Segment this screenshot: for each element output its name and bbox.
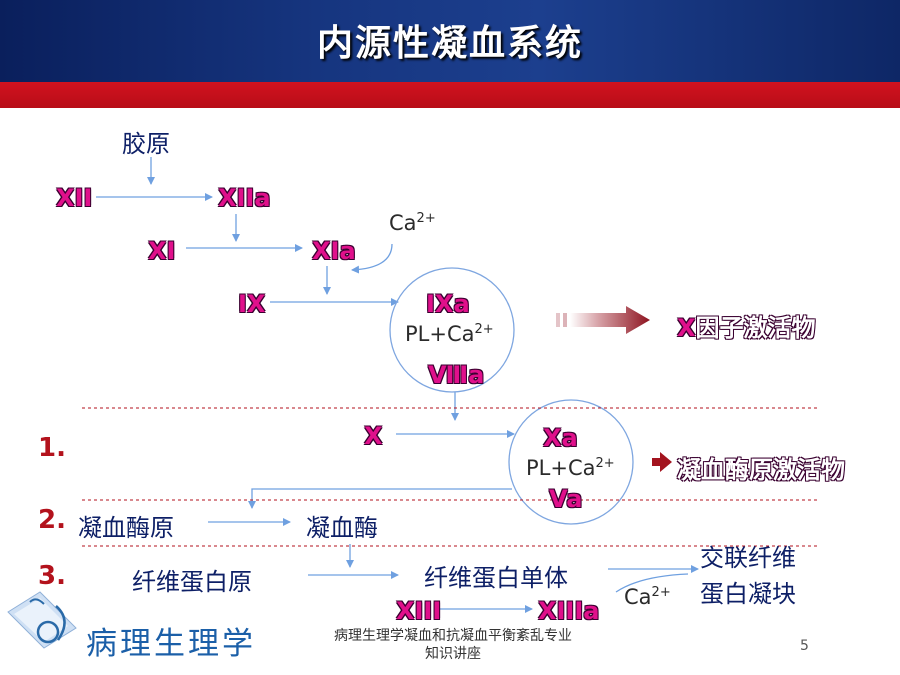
arrow-ca-to-xia [351, 243, 393, 274]
page-number: 5 [800, 638, 809, 654]
node-factor-xiia: XIIa [218, 184, 271, 212]
calcium-3-base: Ca [624, 585, 652, 609]
factor-xia-suffix: a [339, 237, 356, 265]
node-prothrombinase: 凝血酶原激活物 [677, 456, 845, 484]
tenase-roman: X [677, 314, 696, 342]
pl-calcium-1-sup: 2+ [474, 322, 494, 337]
logo-graphic [7, 591, 77, 649]
node-fibrinogen: 纤维蛋白原 [132, 568, 252, 596]
factor-xiiia-roman: XIII [538, 597, 584, 625]
node-crosslinked-fibrin-line2: 蛋白凝块 [700, 580, 796, 608]
factor-va-suffix: a [566, 485, 583, 513]
node-prothrombin: 凝血酶原 [78, 514, 174, 542]
calcium-label-1: Ca2+ [389, 211, 436, 235]
node-thrombin: 凝血酶 [306, 514, 378, 542]
prothrombinase-complex-circle [508, 399, 634, 525]
node-factor-xiiia: XIIIa [538, 597, 600, 625]
factor-viiia-suffix: a [468, 361, 485, 389]
pl-calcium-2-base: PL+Ca [526, 456, 596, 480]
node-factor-va: Va [549, 485, 582, 513]
small-arrow-prothrombinase [652, 452, 672, 472]
pl-calcium-label-2: PL+Ca2+ [526, 456, 615, 480]
arrow-complex2-to-prothrombin [248, 488, 512, 509]
footer-line-1: 病理生理学凝血和抗凝血平衡紊乱专业 [334, 628, 572, 644]
pl-calcium-1-base: PL+Ca [405, 322, 475, 346]
factor-xiia-suffix: a [254, 184, 271, 212]
node-factor-xia: XIa [312, 237, 356, 265]
arrow-ca-to-clot [615, 573, 689, 593]
footer-text: 病理生理学凝血和抗凝血平衡紊乱专业 知识讲座 [318, 627, 588, 663]
footer-line-2: 知识讲座 [425, 646, 481, 662]
node-factor-xi: XI [148, 237, 176, 265]
factor-va-roman: V [549, 485, 567, 513]
calcium-3-sup: 2+ [651, 585, 671, 600]
title-bar [0, 0, 900, 82]
step-number-1: 1. [38, 433, 66, 463]
logo-text: 病理生理学 [86, 626, 256, 662]
pl-calcium-2-sup: 2+ [595, 456, 615, 471]
factor-ixa-roman: IX [426, 290, 454, 318]
node-factor-x: X [364, 422, 383, 450]
calcium-1-base: Ca [389, 211, 417, 235]
factor-viiia-roman: Ⅷ [428, 361, 469, 389]
step-number-3: 3. [38, 561, 66, 591]
node-factor-xiii: XIII [396, 597, 442, 625]
calcium-label-3: Ca2+ [624, 585, 671, 609]
factor-xia-roman: XI [312, 237, 340, 265]
node-factor-ixa: IXa [426, 290, 470, 318]
factor-xiiia-suffix: a [583, 597, 600, 625]
node-factor-ix: IX [238, 290, 266, 318]
node-factor-viiia: Ⅷa [428, 361, 484, 389]
factor-xiia-roman: XII [218, 184, 255, 212]
arrows [96, 157, 699, 613]
calcium-1-sup: 2+ [416, 211, 436, 226]
node-collagen: 胶原 [122, 130, 170, 158]
node-crosslinked-fibrin-line1: 交联纤维 [700, 544, 796, 572]
tenase-text: 因子激活物 [695, 314, 816, 342]
step-number-2: 2. [38, 505, 66, 535]
factor-xa-suffix: a [561, 424, 578, 452]
factor-ixa-suffix: a [453, 290, 470, 318]
page-title: 内源性凝血系统 [316, 23, 583, 64]
pl-calcium-label-1: PL+Ca2+ [405, 322, 494, 346]
node-fibrin-monomer: 纤维蛋白单体 [424, 564, 568, 592]
big-arrow-tenase [556, 306, 650, 334]
node-factor-xa: Xa [543, 424, 578, 452]
red-accent-bar [0, 82, 900, 108]
tenase-complex-circle [389, 267, 515, 393]
node-tenase-complex: X因子激活物 [677, 308, 816, 343]
factor-xa-roman: X [543, 424, 562, 452]
node-factor-xii: XII [56, 184, 93, 212]
